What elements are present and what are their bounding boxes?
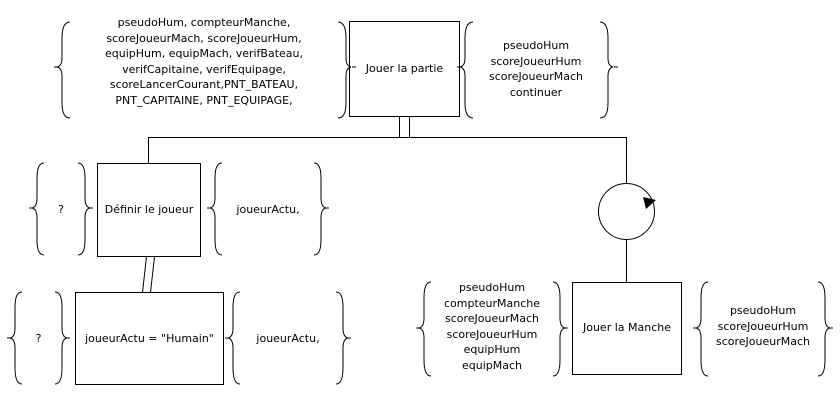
round-outputs: pseudoHum scoreJoueurHum scoreJoueurMach — [715, 304, 810, 349]
round-input-brace-right — [552, 281, 566, 377]
root-title: Jouer la partie — [365, 62, 444, 75]
assign-player-outputs: joueurActu, — [256, 332, 320, 345]
assign-player-inputs: ? — [35, 332, 42, 345]
round-title: Jouer la Manche — [582, 321, 672, 334]
root-output-brace-left — [459, 21, 474, 119]
define-output-brace-right — [313, 162, 327, 256]
root-outputs: pseudoHum scoreJoueurHum scoreJoueurMach… — [488, 39, 583, 99]
round-inputs: pseudoHum compteurManche scoreJoueurMach… — [443, 281, 541, 372]
loop-icon — [643, 197, 656, 209]
root-output-brace-right — [599, 21, 614, 119]
round-input-brace-left — [418, 281, 432, 377]
root-connector — [399, 116, 410, 138]
define-input-brace-left — [31, 162, 45, 256]
round-box — [572, 282, 682, 375]
assign-player-box — [75, 292, 224, 385]
loop-circle — [598, 183, 655, 240]
assign-output-brace-right — [335, 291, 349, 385]
root-input-brace-right — [337, 21, 352, 119]
assign-input-brace-right — [54, 291, 68, 385]
define-player-outputs: joueurActu, — [236, 203, 300, 216]
root-inputs: pseudoHum, compteurManche, scoreJoueurMa… — [104, 16, 304, 107]
round-output-brace-left — [695, 281, 709, 377]
assign-input-brace-left — [9, 291, 23, 385]
define-player-title: Définir le joueur — [104, 203, 194, 216]
assign-player-title: joueurActu = "Humain" — [85, 332, 214, 345]
define-player-inputs: ? — [58, 203, 64, 216]
round-output-brace-right — [817, 281, 831, 377]
define-player-connector — [141, 256, 156, 293]
define-output-brace-left — [209, 162, 223, 256]
define-input-brace-right — [77, 162, 91, 256]
assign-output-brace-left — [227, 291, 241, 385]
root-input-brace-left — [56, 21, 71, 119]
